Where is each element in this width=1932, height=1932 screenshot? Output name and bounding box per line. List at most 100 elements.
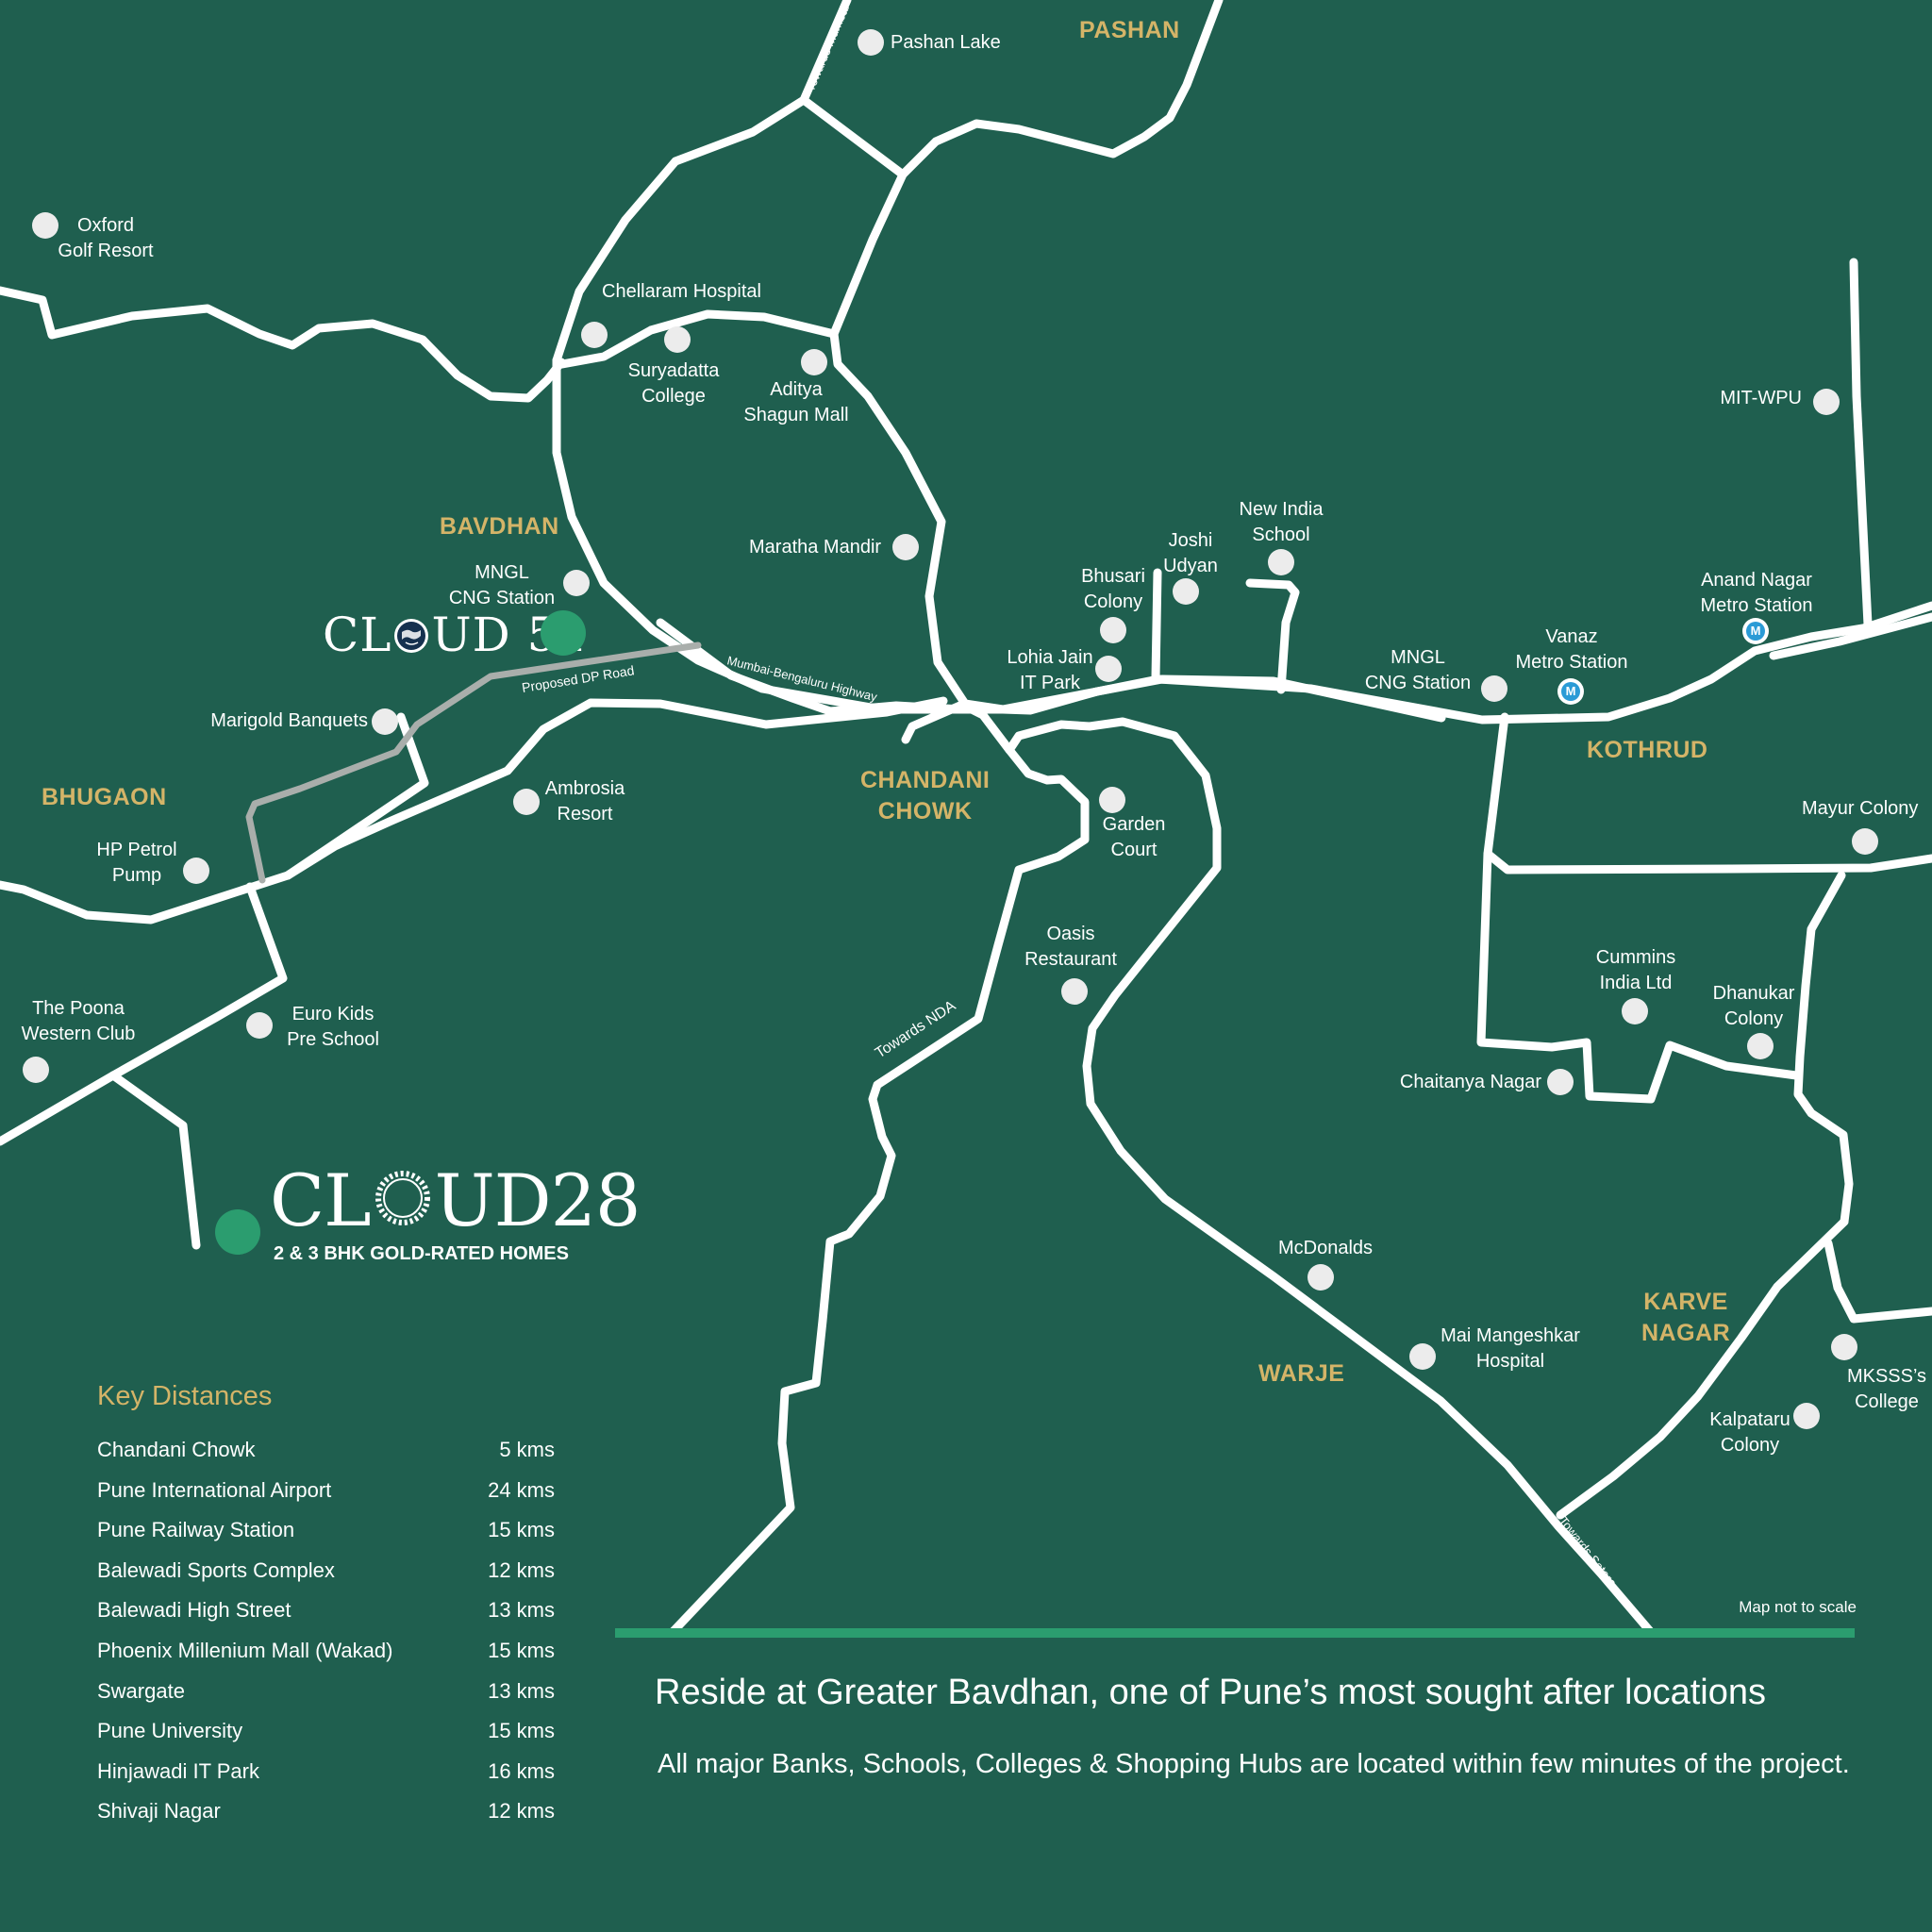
road-proposed-dp: [245, 641, 702, 884]
distance-place: Pune University: [97, 1719, 243, 1743]
distance-place: Pune International Airport: [97, 1477, 332, 1502]
globe-icon: [394, 619, 429, 653]
divider-bar: [615, 1628, 1855, 1638]
road-highway-east-parallel: [1769, 612, 1932, 660]
road-bhugaon: [0, 712, 429, 924]
place-dot: [246, 1012, 273, 1039]
label-poona-western-club: The Poona Western Club: [21, 998, 136, 1044]
key-distances-title: Key Distances: [97, 1381, 273, 1411]
label-vanaz-metro: Vanaz Metro Station: [1515, 626, 1628, 673]
distance-value: 12 kms: [488, 1799, 555, 1824]
place-dot: [1268, 549, 1294, 575]
road-aditya-mandir: [829, 329, 1008, 714]
distance-value: 15 kms: [488, 1719, 555, 1743]
label-mcdonalds: McDonalds: [1277, 1238, 1374, 1258]
label-cummins: Cummins India Ltd: [1595, 947, 1676, 993]
cloud28-location-marker[interactable]: [215, 1209, 260, 1255]
area-kothrud: KOTHRUD: [1587, 737, 1708, 763]
road-label-towards-nda: Towards NDA: [873, 998, 959, 1062]
label-mai-mangeshkar: Mai Mangeshkar Hospital: [1441, 1325, 1580, 1372]
metro-icon: M: [1557, 678, 1584, 705]
label-maratha-mandir: Maratha Mandir: [749, 537, 882, 558]
place-dot: [1409, 1343, 1436, 1370]
distance-place: Hinjawadi IT Park: [97, 1758, 259, 1783]
road-kothrud-loop: [1483, 712, 1932, 874]
place-dot: [664, 326, 691, 353]
area-pashan: PASHAN: [1079, 17, 1180, 43]
label-mngl-kothrud: MNGL CNG Station: [1364, 647, 1472, 693]
place-dot: [1747, 1033, 1774, 1059]
place-dot: [1099, 787, 1125, 813]
road-karve-nagar-diagonal: [1556, 1217, 1849, 1520]
place-dot: [372, 708, 398, 735]
road-mksss-branch: [1824, 1239, 1932, 1324]
road-chandani-warje: [1005, 717, 1655, 1636]
label-new-india-school: New India School: [1239, 499, 1324, 545]
place-dot: [858, 29, 884, 56]
label-suryadatta-college: Suryadatta College: [627, 360, 720, 407]
place-dot: [892, 534, 919, 560]
road-euro-kids: [0, 882, 288, 1146]
place-dot: [1481, 675, 1507, 702]
place-dot: [23, 1057, 49, 1083]
place-dot: [801, 349, 827, 375]
label-mngl-bavdhan: MNGL CNG Station: [448, 562, 556, 608]
cloud51-name-left: CL: [323, 608, 392, 662]
distance-value: 15 kms: [488, 1638, 555, 1662]
metro-glyph: M: [1746, 622, 1765, 641]
road-chellaram: [558, 309, 839, 369]
place-dot: [1061, 978, 1088, 1005]
place-dot: [32, 212, 58, 239]
area-karve-nagar: KARVE NAGAR: [1641, 1289, 1731, 1346]
label-lohia-jain-it-park: Lohia Jain IT Park: [1007, 647, 1093, 693]
place-dot: [1095, 656, 1122, 682]
wreath-icon: [375, 1171, 430, 1225]
road-mit-wpu: [1849, 258, 1873, 629]
area-chandani-chowk: CHANDANI CHOWK: [860, 767, 991, 824]
label-oasis-restaurant: Oasis Restaurant: [1024, 924, 1117, 970]
label-pashan-lake: Pashan Lake: [891, 32, 1001, 53]
place-dot: [1622, 998, 1648, 1024]
metro-glyph: M: [1561, 682, 1580, 701]
road-ambrosia: [283, 696, 948, 880]
distance-row: Phoenix Millenium Mall (Wakad) 15 kms: [97, 1631, 555, 1672]
place-dot: [1547, 1069, 1574, 1095]
area-bhugaon: BHUGAON: [42, 784, 167, 810]
distance-value: 13 kms: [488, 1678, 555, 1703]
label-kalpataru-colony: Kalpataru Colony: [1709, 1409, 1790, 1456]
label-hp-petrol-pump: HP Petrol Pump: [96, 840, 177, 886]
label-aditya-shagun-mall: Aditya Shagun Mall: [743, 379, 849, 425]
distance-value: 13 kms: [488, 1598, 555, 1623]
road-label-towards-mumbai: Towards Mumbai: [803, 3, 852, 93]
place-dot: [1307, 1264, 1334, 1291]
road-pashan-east: [829, 0, 1224, 339]
distance-row: Pune University 15 kms: [97, 1711, 555, 1752]
headline: Reside at Greater Bavdhan, one of Pune’s…: [655, 1673, 1766, 1712]
label-chaitanya-nagar: Chaitanya Nagar: [1399, 1072, 1541, 1092]
subline: All major Banks, Schools, Colleges & Sho…: [658, 1749, 1850, 1779]
label-chellaram-hospital: Chellaram Hospital: [602, 281, 761, 302]
road-label-towards-satara: Towards Satara: [1557, 1514, 1621, 1591]
label-mksss-college: MKSSS’s College: [1846, 1366, 1927, 1412]
place-dot: [1813, 389, 1840, 415]
label-ambrosia-resort: Ambrosia Resort: [544, 778, 625, 824]
road-pashan-link: [799, 95, 908, 179]
road-new-india-school: [1245, 578, 1300, 694]
distance-value: 24 kms: [488, 1477, 555, 1502]
distance-value: 12 kms: [488, 1557, 555, 1582]
label-dhanukar-colony: Dhanukar Colony: [1712, 983, 1795, 1029]
road-karve-east: [1793, 871, 1854, 1226]
cloud28-name-right: UD28: [434, 1158, 641, 1242]
place-dot: [563, 570, 590, 596]
cloud51-location-marker[interactable]: [541, 610, 586, 656]
cloud28-tagline: 2 & 3 BHK GOLD-RATED HOMES: [274, 1243, 569, 1264]
distance-place: Phoenix Millenium Mall (Wakad): [97, 1638, 393, 1662]
